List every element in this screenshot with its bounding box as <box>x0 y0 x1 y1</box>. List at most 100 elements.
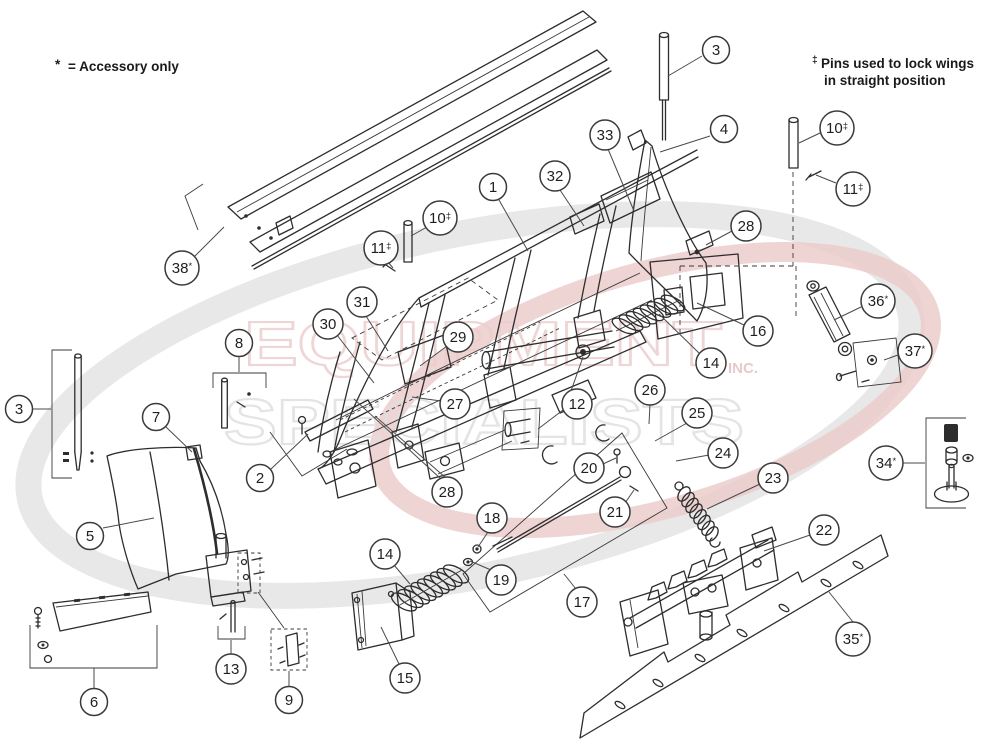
balloon-label-37*: 37* <box>905 343 926 360</box>
leader-line-10‡ <box>798 132 821 144</box>
balloon-label-20: 20 <box>581 460 598 477</box>
leader-line-5 <box>102 517 155 529</box>
leader-line-16 <box>696 302 745 326</box>
part-lock-plate-kit <box>270 628 308 671</box>
balloon-7 <box>141 402 171 432</box>
part-shoe-kit <box>925 417 974 509</box>
balloon-label-1: 1 <box>489 179 497 196</box>
leader-line-14 <box>658 313 701 355</box>
balloon-label-14: 14 <box>703 355 720 372</box>
balloon-23 <box>757 462 789 494</box>
balloon-29 <box>442 321 474 353</box>
balloon-31 <box>346 286 378 318</box>
balloon-1 <box>478 172 508 202</box>
balloon-label-31: 31 <box>354 294 371 311</box>
balloon-label-32: 32 <box>547 168 564 185</box>
leader-line-32 <box>559 189 585 227</box>
balloon-label-2: 2 <box>256 470 264 487</box>
balloon-label-3: 3 <box>712 42 720 59</box>
leader-line-26 <box>648 403 651 425</box>
leader-line-25 <box>654 422 688 442</box>
leader-line-1 <box>498 199 529 252</box>
leader-line-3 <box>667 55 703 77</box>
balloon-label-11‡: 11‡ <box>843 181 864 198</box>
leader-line-28 <box>374 415 447 479</box>
balloon-16 <box>742 315 774 347</box>
balloon-20 <box>573 452 605 484</box>
balloon-26 <box>634 374 666 406</box>
balloon-38* <box>164 250 200 286</box>
balloon-30 <box>312 308 344 340</box>
leader-line-28 <box>705 230 733 246</box>
part-top-flap-kit <box>184 10 612 270</box>
leader-line-10‡ <box>410 226 428 237</box>
balloon-6 <box>79 687 109 717</box>
balloon-32 <box>539 160 571 192</box>
balloon-label-27: 27 <box>447 396 464 413</box>
pins-note-line1: Pins used to lock wings <box>821 56 974 71</box>
balloon-28 <box>730 210 762 242</box>
balloon-label-14: 14 <box>377 546 394 563</box>
balloon-15 <box>389 662 421 694</box>
leader-line-37* <box>883 354 899 361</box>
balloon-label-29: 29 <box>450 329 467 346</box>
leader-line-33 <box>607 148 635 212</box>
balloon-35* <box>835 621 871 657</box>
balloon-10‡ <box>819 110 855 146</box>
balloon-14 <box>369 538 401 570</box>
balloon-10‡ <box>422 200 458 236</box>
balloon-label-28: 28 <box>738 218 755 235</box>
line-art <box>29 10 974 739</box>
balloon-label-35*: 35* <box>843 631 864 648</box>
part-blade-guide-right <box>658 31 670 141</box>
leader-line-24 <box>675 454 710 462</box>
balloon-25 <box>681 397 713 429</box>
part-return-spring <box>674 481 721 548</box>
balloon-label-38*: 38* <box>172 260 193 277</box>
balloon-34* <box>868 445 904 481</box>
leader-line-14 <box>393 564 411 585</box>
leader-line-35* <box>828 591 854 623</box>
part-trip-spring <box>351 564 470 651</box>
balloon-label-13: 13 <box>223 661 240 678</box>
leader-line-17 <box>563 573 577 590</box>
balloon-label-18: 18 <box>484 510 501 527</box>
part-blade-guide-left <box>51 349 94 479</box>
balloon-label-28: 28 <box>439 484 456 501</box>
part-hinge-pin <box>217 599 246 640</box>
balloon-label-11‡: 11‡ <box>371 240 392 257</box>
leader-line-28 <box>353 398 442 480</box>
balloon-label-24: 24 <box>715 445 732 462</box>
balloon-label-33: 33 <box>597 127 614 144</box>
balloon-3 <box>4 394 34 424</box>
leader-line-7 <box>165 426 193 453</box>
balloon-label-16: 16 <box>750 323 767 340</box>
leader-line-22 <box>763 534 811 552</box>
balloon-11‡ <box>363 230 399 266</box>
balloon-label-30: 30 <box>320 316 337 333</box>
balloon-label-17: 17 <box>574 594 591 611</box>
balloon-36* <box>860 283 896 319</box>
balloon-label-9: 9 <box>285 692 293 709</box>
balloon-28 <box>431 476 463 508</box>
leader-line-21 <box>624 489 635 504</box>
pins-note-line2: in straight position <box>824 73 946 88</box>
watermark-line2: SPECIALISTS <box>224 386 744 458</box>
leader-line-23 <box>706 483 761 510</box>
part-brace-kit <box>269 399 374 477</box>
balloon-label-15: 15 <box>397 670 414 687</box>
balloon-24 <box>707 437 739 469</box>
part-wing-pin-kit <box>212 372 267 429</box>
leader-line-31 <box>365 315 389 352</box>
balloon-label-7: 7 <box>152 409 160 426</box>
leader-line-18 <box>477 531 489 548</box>
leader-line-11‡ <box>815 174 837 184</box>
leader-line-4 <box>659 135 711 153</box>
accessory-note-text: = Accessory only <box>68 59 179 74</box>
balloon-11‡ <box>835 171 871 207</box>
balloon-label-8: 8 <box>235 335 243 352</box>
balloon-21 <box>599 496 631 528</box>
balloon-label-34*: 34* <box>876 455 897 472</box>
balloon-label-12: 12 <box>569 396 586 413</box>
